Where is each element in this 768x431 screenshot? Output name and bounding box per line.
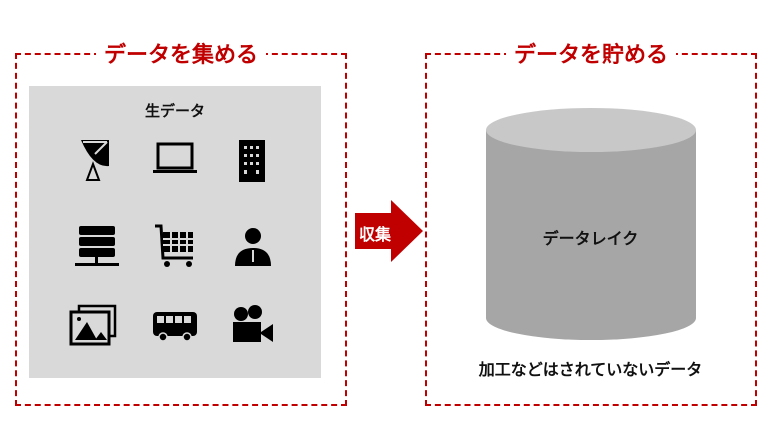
raw-data-label: 生データ [144, 102, 205, 120]
server-icon [75, 226, 119, 266]
laptop-icon [153, 142, 197, 173]
video-camera-icon [233, 305, 273, 342]
data-lake-label: データレイク [542, 229, 639, 248]
satellite-dish-icon [81, 140, 109, 181]
collect-arrow-label: 収集 [359, 225, 392, 244]
raw-data-panel: 生データ [29, 86, 321, 378]
building-icon [239, 140, 265, 182]
collect-arrow [355, 200, 423, 262]
collect-title: データを集める [95, 43, 266, 68]
businessperson-icon [235, 228, 271, 266]
collect-box: データを集める [15, 43, 347, 406]
data-lake-cylinder [486, 108, 696, 340]
raw-data-note: 加工などはされていないデータ [478, 360, 703, 379]
shopping-cart-icon [155, 224, 193, 267]
bus-icon [153, 312, 197, 342]
photos-icon [69, 304, 117, 346]
store-box: データを貯める [425, 43, 757, 406]
store-title: データを貯める [505, 43, 676, 68]
